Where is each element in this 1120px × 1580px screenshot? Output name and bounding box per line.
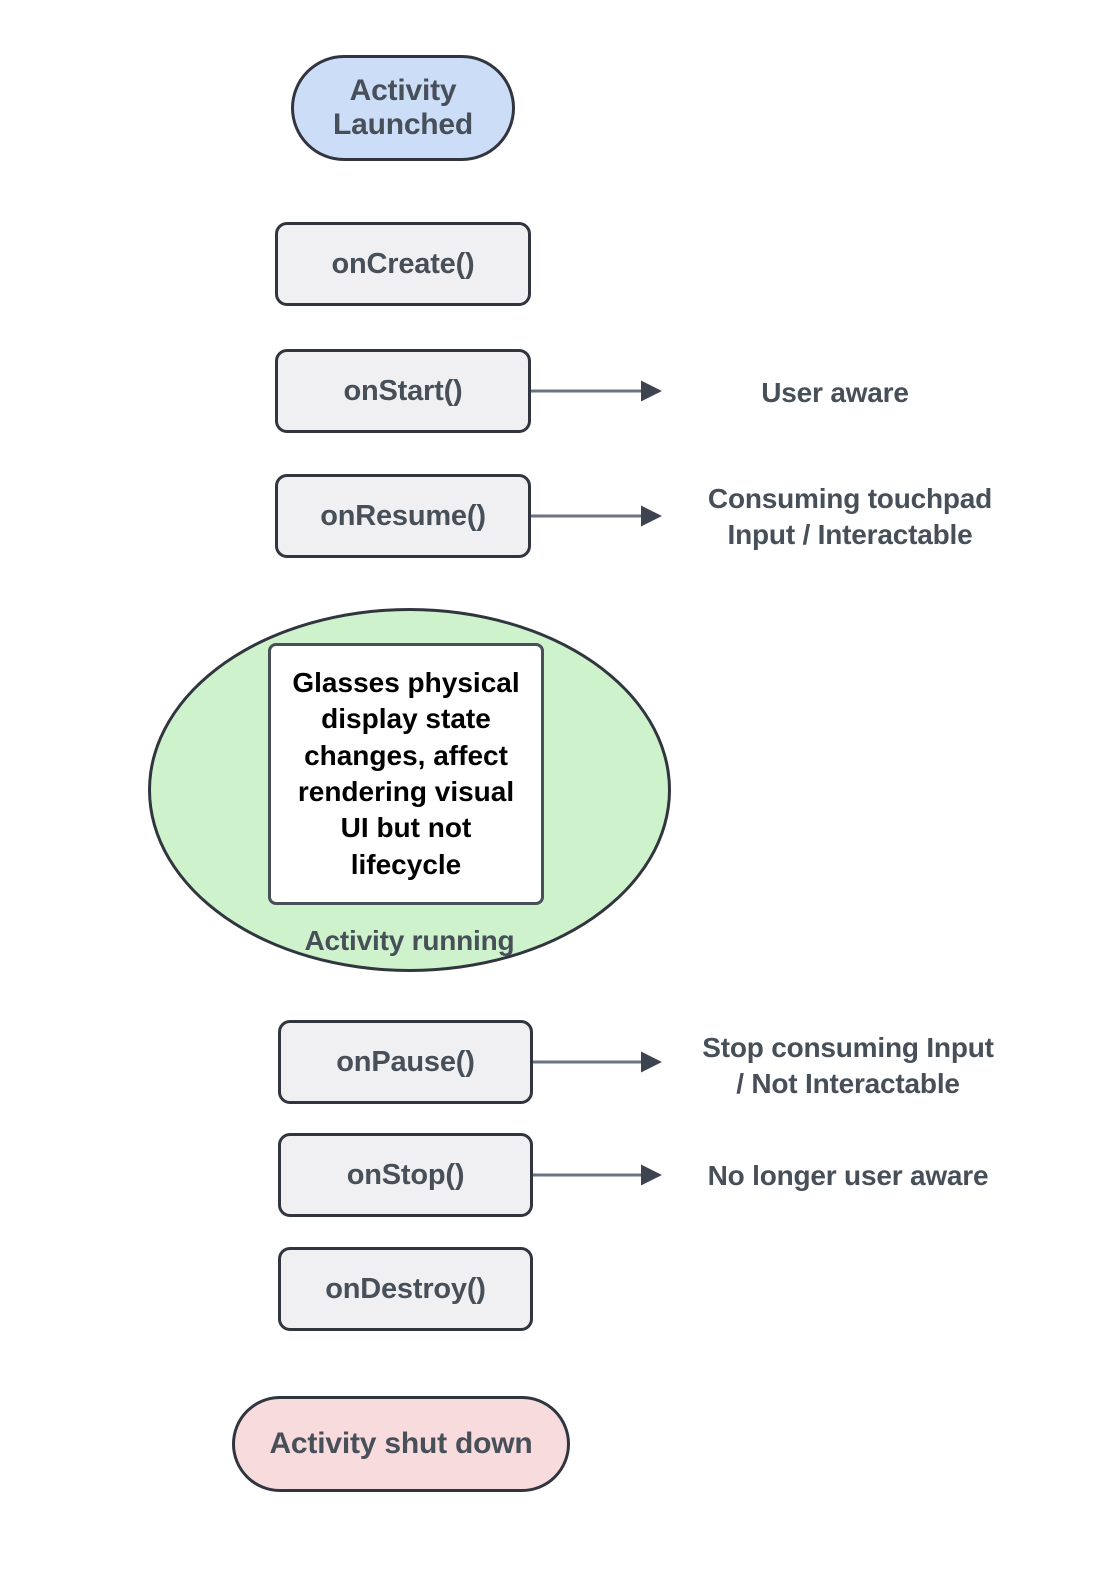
- activity-shut-down-node[interactable]: Activity shut down: [232, 1396, 570, 1492]
- activity-launched-node[interactable]: Activity Launched: [291, 55, 515, 161]
- callback-label-onstart: onStart(): [343, 374, 463, 407]
- callback-box-onstop[interactable]: onStop(): [278, 1133, 533, 1217]
- glasses-display-note: Glasses physical display state changes, …: [268, 643, 544, 905]
- callback-box-onpause[interactable]: onPause(): [278, 1020, 533, 1104]
- callback-label-onresume: onResume(): [320, 499, 486, 532]
- activity-shut-down-label: Activity shut down: [269, 1427, 533, 1461]
- annotation-stop-consuming: Stop consuming Input / Not Interactable: [702, 1032, 994, 1100]
- callback-box-oncreate[interactable]: onCreate(): [275, 222, 531, 306]
- annotation-user-aware: User aware: [761, 377, 909, 408]
- callback-label-onpause: onPause(): [336, 1045, 475, 1078]
- annotation-consuming-touchpad: Consuming touchpad Input / Interactable: [707, 483, 993, 551]
- callback-label-oncreate: onCreate(): [331, 247, 475, 280]
- annotation-no-longer-user-aware: No longer user aware: [707, 1160, 989, 1191]
- callback-label-onstop: onStop(): [346, 1158, 465, 1191]
- activity-launched-label: Activity Launched: [332, 74, 474, 141]
- callback-box-ondestroy[interactable]: onDestroy(): [278, 1247, 533, 1331]
- activity-running-label: Activity running: [304, 925, 515, 956]
- callback-label-ondestroy: onDestroy(): [325, 1272, 486, 1305]
- callback-box-onstart[interactable]: onStart(): [275, 349, 531, 433]
- callback-box-onresume[interactable]: onResume(): [275, 474, 531, 558]
